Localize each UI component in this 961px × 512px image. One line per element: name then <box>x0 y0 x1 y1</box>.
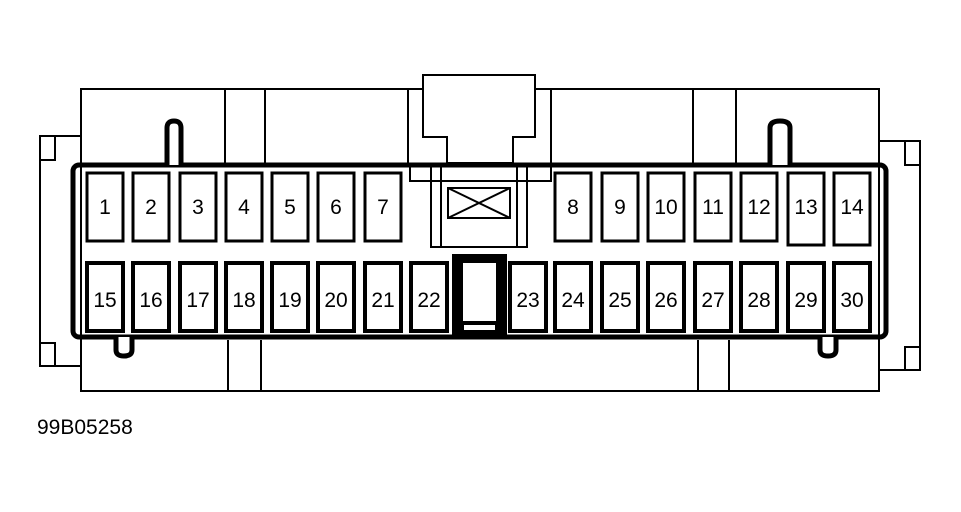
pin-cell-19 <box>270 261 310 333</box>
pin-label-1: 1 <box>99 196 111 219</box>
pin-cell-3 <box>178 171 218 243</box>
pin-label-11: 11 <box>702 196 724 219</box>
pin-label-20: 20 <box>324 289 347 312</box>
pin-label-7: 7 <box>377 196 389 219</box>
pin-cell-16 <box>131 261 171 333</box>
pin-cell-15 <box>85 261 125 333</box>
pin-label-5: 5 <box>284 196 296 219</box>
pin-cell-22 <box>409 261 449 333</box>
pin-label-25: 25 <box>608 289 631 312</box>
pin-cell-28 <box>739 261 779 333</box>
pin-label-14: 14 <box>840 196 864 219</box>
pin-label-10: 10 <box>654 196 677 219</box>
pin-cell-10 <box>646 171 686 243</box>
pin-label-4: 4 <box>238 196 250 219</box>
figure-id: 99B05258 <box>37 416 133 439</box>
pin-label-8: 8 <box>567 196 579 219</box>
center-key-slot <box>452 254 507 338</box>
pin-cell-7 <box>363 171 403 243</box>
pin-label-22: 22 <box>417 289 440 312</box>
pin-label-21: 21 <box>371 289 394 312</box>
pin-label-2: 2 <box>145 196 157 219</box>
pin-cell-29 <box>786 261 826 333</box>
pin-label-15: 15 <box>93 289 116 312</box>
pin-label-9: 9 <box>614 196 626 219</box>
pin-label-26: 26 <box>654 289 677 312</box>
pin-label-13: 13 <box>794 196 817 219</box>
polarization-keys <box>113 118 839 359</box>
pin-cell-26 <box>646 261 686 333</box>
pin-label-12: 12 <box>747 196 770 219</box>
pin-label-23: 23 <box>516 289 539 312</box>
pin-cell-4 <box>224 171 264 243</box>
pin-cell-23 <box>508 261 548 333</box>
locking-tab <box>422 74 536 164</box>
pin-cell-6 <box>316 171 356 243</box>
pin-cell-12 <box>739 171 779 243</box>
pin-cell-30 <box>832 261 872 333</box>
pin-cell-5 <box>270 171 310 243</box>
pin-cell-8 <box>553 171 593 243</box>
pin-cell-21 <box>363 261 403 333</box>
pin-cell-11 <box>693 171 733 243</box>
pin-cell-14 <box>832 171 872 247</box>
pin-cell-13 <box>786 171 826 247</box>
pin-label-28: 28 <box>747 289 770 312</box>
pin-label-24: 24 <box>561 289 585 312</box>
pin-cell-25 <box>600 261 640 333</box>
pin-cell-17 <box>178 261 218 333</box>
pin-cell-9 <box>600 171 640 243</box>
pin-cell-1 <box>85 171 125 243</box>
pin-label-18: 18 <box>232 289 255 312</box>
pin-cell-2 <box>131 171 171 243</box>
pin-label-30: 30 <box>840 289 863 312</box>
pin-label-19: 19 <box>278 289 301 312</box>
pin-label-29: 29 <box>794 289 817 312</box>
center-latch <box>409 164 552 248</box>
pin-label-6: 6 <box>330 196 342 219</box>
pin-cell-20 <box>316 261 356 333</box>
pin-label-16: 16 <box>139 289 162 312</box>
pin-cell-18 <box>224 261 264 333</box>
pin-label-17: 17 <box>186 289 209 312</box>
pin-label-3: 3 <box>192 196 204 219</box>
pin-cell-24 <box>553 261 593 333</box>
pin-label-27: 27 <box>701 289 724 312</box>
pin-cell-27 <box>693 261 733 333</box>
